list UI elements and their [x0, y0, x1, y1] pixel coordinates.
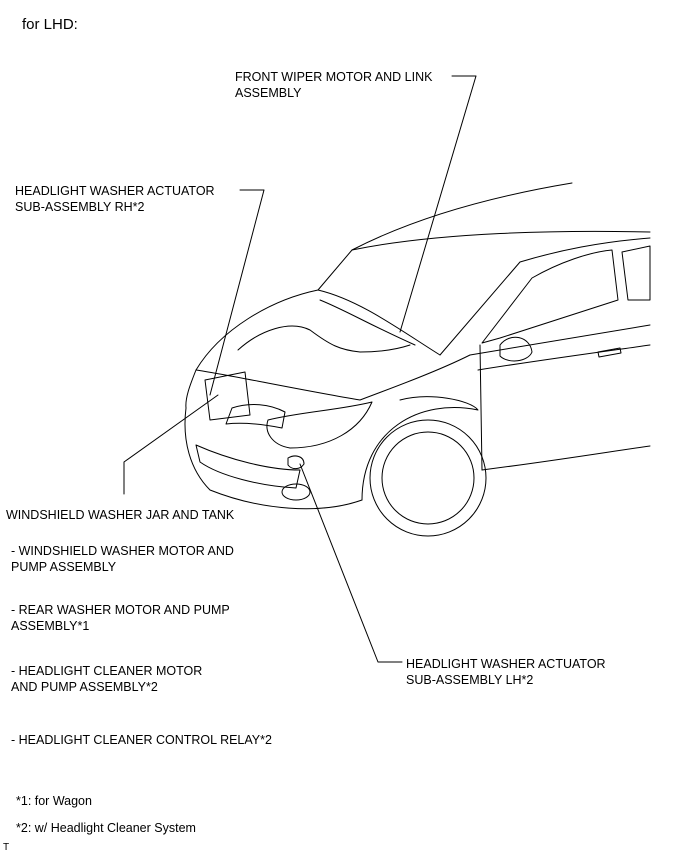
- label-front-wiper: FRONT WIPER MOTOR AND LINK ASSEMBLY: [235, 69, 432, 101]
- leader-washer-jar: [123, 394, 219, 495]
- label-washer-motor-line1: - WINDSHIELD WASHER MOTOR AND: [11, 544, 234, 558]
- grille: [225, 404, 286, 429]
- label-hl-washer-lh-line1: HEADLIGHT WASHER ACTUATOR: [406, 657, 606, 671]
- label-rear-washer-line1: - REAR WASHER MOTOR AND PUMP: [11, 603, 230, 617]
- leader-hl-washer-lh: [299, 463, 403, 663]
- windshield-base: [317, 289, 441, 356]
- body-side-top: [469, 324, 651, 356]
- a-pillar: [439, 237, 651, 356]
- label-washer-motor: - WINDSHIELD WASHER MOTOR AND PUMP ASSEM…: [11, 543, 234, 575]
- diagram-heading: for LHD:: [22, 16, 78, 33]
- wiper-link: [319, 299, 416, 346]
- footnote-1: *1: for Wagon: [16, 794, 92, 808]
- label-washer-jar: WINDSHIELD WASHER JAR AND TANK: [6, 508, 235, 522]
- label-front-wiper-line1: FRONT WIPER MOTOR AND LINK: [235, 70, 433, 84]
- label-hl-cleaner-relay: - HEADLIGHT CLEANER CONTROL RELAY*2: [11, 733, 272, 747]
- side-window: [481, 249, 619, 344]
- hood-outline: [195, 289, 471, 401]
- label-hl-washer-rh-line2: SUB-ASSEMBLY RH*2: [15, 200, 145, 214]
- mirror: [499, 336, 533, 362]
- label-hl-washer-rh-line1: HEADLIGHT WASHER ACTUATOR: [15, 184, 215, 198]
- corner-mark: T: [3, 842, 10, 853]
- roof-line: [351, 182, 573, 251]
- washer-tank: [204, 371, 251, 421]
- label-washer-motor-line2: PUMP ASSEMBLY: [11, 560, 117, 574]
- label-rear-washer: - REAR WASHER MOTOR AND PUMP ASSEMBLY*1: [11, 602, 230, 634]
- leader-front-wiper: [399, 75, 477, 333]
- front-wheel: [369, 419, 487, 537]
- label-hl-washer-rh: HEADLIGHT WASHER ACTUATOR SUB-ASSEMBLY R…: [15, 183, 215, 215]
- label-hl-cleaner-motor: - HEADLIGHT CLEANER MOTOR AND PUMP ASSEM…: [11, 663, 202, 695]
- front-wheel-inner: [381, 431, 475, 525]
- lower-grille: [195, 444, 301, 489]
- label-front-wiper-line2: ASSEMBLY: [235, 86, 302, 100]
- rear-window: [621, 245, 651, 301]
- windshield-pillar: [317, 249, 353, 291]
- beltline: [477, 344, 651, 371]
- headlight-washer-lh: [287, 455, 305, 470]
- washer-hose: [237, 325, 411, 353]
- door-line: [479, 344, 483, 471]
- windshield-top: [351, 230, 651, 251]
- hood-front: [185, 369, 197, 409]
- leader-hl-washer-rh: [209, 189, 265, 396]
- fender-arch: [361, 396, 479, 501]
- headlight: [266, 401, 373, 449]
- footnote-2: *2: w/ Headlight Cleaner System: [16, 821, 196, 835]
- label-hl-washer-lh: HEADLIGHT WASHER ACTUATOR SUB-ASSEMBLY L…: [406, 656, 606, 688]
- fog-lamp: [281, 483, 311, 501]
- bumper: [184, 407, 363, 510]
- label-rear-washer-line2: ASSEMBLY*1: [11, 619, 90, 633]
- side-sill: [481, 445, 651, 471]
- label-hl-cleaner-motor-line2: AND PUMP ASSEMBLY*2: [11, 680, 158, 694]
- label-hl-cleaner-motor-line1: - HEADLIGHT CLEANER MOTOR: [11, 664, 203, 678]
- label-hl-washer-lh-line2: SUB-ASSEMBLY LH*2: [406, 673, 534, 687]
- door-handle: [597, 347, 622, 358]
